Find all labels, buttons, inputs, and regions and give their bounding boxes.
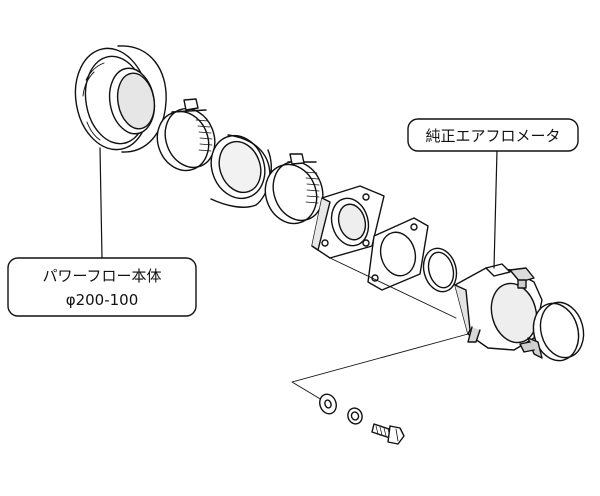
rubber-coupler [203,128,274,210]
spring-washer [346,406,365,426]
o-ring [419,245,461,296]
air-flow-meter [455,264,543,350]
callout-power-flow-body: パワーフロー本体 φ200-100 [8,258,196,316]
callout-body-line1: パワーフロー本体 [42,267,161,285]
leader-lines [100,148,497,268]
power-flow-body [68,43,166,156]
flat-washer [317,392,339,416]
callout-genuine-air-flow-meter: 純正エアフロメータ [408,119,578,151]
assembly-guide-lines [292,258,468,400]
hex-bolt [372,424,404,444]
callout-body-line2: φ200-100 [66,291,139,309]
hose-clamp-3 [520,298,590,366]
gasket-plate [368,218,428,290]
hose-clamp-2 [257,154,331,231]
hose-clamp-1 [149,99,223,178]
callout-meter-text: 純正エアフロメータ [425,127,560,145]
adapter-flange [312,186,384,258]
